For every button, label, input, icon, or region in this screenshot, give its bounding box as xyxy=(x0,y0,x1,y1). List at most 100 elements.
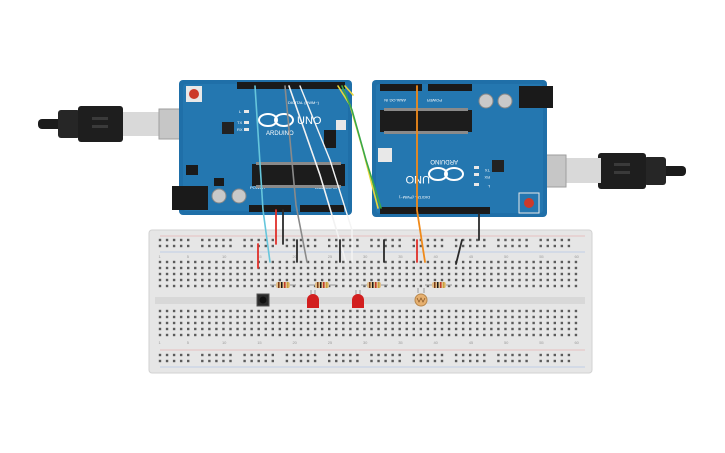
breadboard-hole[interactable] xyxy=(165,238,169,242)
breadboard-hole[interactable] xyxy=(172,309,176,313)
breadboard-hole[interactable] xyxy=(194,266,197,270)
breadboard-hole[interactable] xyxy=(518,238,521,242)
reset-button[interactable] xyxy=(189,89,199,99)
breadboard-hole[interactable] xyxy=(320,260,324,264)
breadboard-hole[interactable] xyxy=(222,244,225,248)
breadboard-hole[interactable] xyxy=(546,244,549,248)
breadboard-hole[interactable] xyxy=(229,315,232,319)
breadboard-hole[interactable] xyxy=(454,244,458,248)
breadboard-hole[interactable] xyxy=(257,333,260,337)
breadboard-hole[interactable] xyxy=(419,266,423,270)
breadboard-hole[interactable] xyxy=(165,260,169,264)
breadboard-hole[interactable] xyxy=(349,359,352,363)
breadboard-hole[interactable] xyxy=(335,315,338,319)
breadboard-hole[interactable] xyxy=(292,272,296,276)
breadboard-hole[interactable] xyxy=(532,321,535,325)
breadboard-hole[interactable] xyxy=(483,238,486,242)
breadboard-hole[interactable] xyxy=(356,353,359,357)
breadboard-hole[interactable] xyxy=(398,353,401,357)
breadboard-hole[interactable] xyxy=(194,278,197,282)
breadboard-hole[interactable] xyxy=(179,353,183,357)
breadboard-hole[interactable] xyxy=(391,284,394,288)
breadboard-hole[interactable] xyxy=(215,266,218,270)
breadboard-hole[interactable] xyxy=(243,327,246,331)
breadboard-hole[interactable] xyxy=(264,353,267,357)
breadboard-hole[interactable] xyxy=(158,321,162,325)
breadboard-hole[interactable] xyxy=(165,359,169,363)
breadboard-hole[interactable] xyxy=(532,284,535,288)
breadboard-hole[interactable] xyxy=(490,260,493,264)
breadboard-hole[interactable] xyxy=(426,266,430,270)
breadboard-hole[interactable] xyxy=(574,333,578,337)
breadboard-hole[interactable] xyxy=(476,284,479,288)
breadboard-hole[interactable] xyxy=(454,353,458,357)
breadboard-hole[interactable] xyxy=(172,353,176,357)
breadboard-hole[interactable] xyxy=(264,315,267,319)
breadboard-hole[interactable] xyxy=(483,315,486,319)
breadboard-hole[interactable] xyxy=(412,321,415,325)
wire-white-2[interactable] xyxy=(299,85,353,263)
breadboard-hole[interactable] xyxy=(208,315,211,319)
breadboard-hole[interactable] xyxy=(363,321,366,325)
breadboard-hole[interactable] xyxy=(236,260,239,264)
breadboard-hole[interactable] xyxy=(454,272,458,276)
breadboard-hole[interactable] xyxy=(560,321,564,325)
breadboard-hole[interactable] xyxy=(426,272,430,276)
breadboard-hole[interactable] xyxy=(370,309,373,313)
breadboard-hole[interactable] xyxy=(271,353,274,357)
breadboard-hole[interactable] xyxy=(440,238,444,242)
breadboard-hole[interactable] xyxy=(257,309,260,313)
breadboard-hole[interactable] xyxy=(172,284,176,288)
breadboard-hole[interactable] xyxy=(553,353,556,357)
breadboard-hole[interactable] xyxy=(426,333,430,337)
breadboard-hole[interactable] xyxy=(250,238,253,242)
breadboard-hole[interactable] xyxy=(370,315,373,319)
breadboard-hole[interactable] xyxy=(208,327,211,331)
breadboard-hole[interactable] xyxy=(271,359,274,363)
breadboard-hole[interactable] xyxy=(539,244,542,248)
breadboard-hole[interactable] xyxy=(165,327,169,331)
breadboard-hole[interactable] xyxy=(165,244,169,248)
breadboard-hole[interactable] xyxy=(553,284,556,288)
breadboard-hole[interactable] xyxy=(187,353,190,357)
breadboard-hole[interactable] xyxy=(511,359,514,363)
breadboard-hole[interactable] xyxy=(335,333,338,337)
breadboard-hole[interactable] xyxy=(405,321,408,325)
breadboard-hole[interactable] xyxy=(461,278,465,282)
breadboard-hole[interactable] xyxy=(165,266,169,270)
breadboard-hole[interactable] xyxy=(497,321,500,325)
breadboard-hole[interactable] xyxy=(412,333,415,337)
breadboard-hole[interactable] xyxy=(201,278,204,282)
resistor-1[interactable] xyxy=(270,282,296,288)
breadboard-hole[interactable] xyxy=(257,284,260,288)
breadboard-hole[interactable] xyxy=(342,278,345,282)
breadboard-hole[interactable] xyxy=(158,238,162,242)
breadboard-hole[interactable] xyxy=(518,353,521,357)
breadboard-hole[interactable] xyxy=(469,309,472,313)
breadboard-hole[interactable] xyxy=(299,272,303,276)
breadboard-hole[interactable] xyxy=(560,278,564,282)
breadboard-hole[interactable] xyxy=(335,327,338,331)
breadboard-hole[interactable] xyxy=(405,272,408,276)
breadboard-hole[interactable] xyxy=(356,284,359,288)
breadboard-hole[interactable] xyxy=(539,333,542,337)
breadboard-hole[interactable] xyxy=(504,333,507,337)
breadboard-hole[interactable] xyxy=(518,333,521,337)
breadboard-hole[interactable] xyxy=(546,309,549,313)
breadboard-hole[interactable] xyxy=(454,284,458,288)
breadboard-hole[interactable] xyxy=(469,278,472,282)
breadboard-hole[interactable] xyxy=(201,284,204,288)
breadboard-hole[interactable] xyxy=(483,353,486,357)
breadboard-hole[interactable] xyxy=(328,321,331,325)
breadboard-hole[interactable] xyxy=(292,353,296,357)
breadboard-hole[interactable] xyxy=(229,353,232,357)
breadboard-hole[interactable] xyxy=(356,359,359,363)
breadboard-hole[interactable] xyxy=(356,260,359,264)
breadboard-hole[interactable] xyxy=(539,309,542,313)
breadboard-hole[interactable] xyxy=(229,238,232,242)
breadboard-hole[interactable] xyxy=(187,309,190,313)
breadboard-hole[interactable] xyxy=(278,309,282,313)
breadboard-hole[interactable] xyxy=(525,359,528,363)
breadboard-hole[interactable] xyxy=(271,260,274,264)
wire-orange[interactable] xyxy=(416,85,426,263)
